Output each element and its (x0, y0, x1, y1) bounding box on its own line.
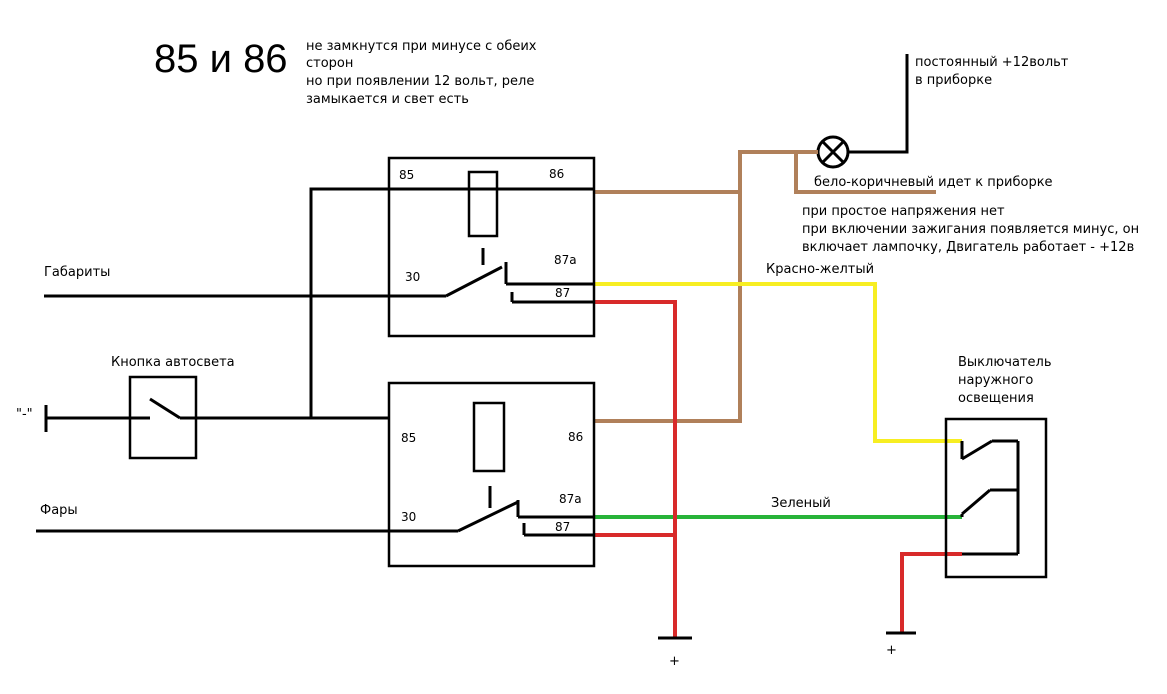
minus-bus-riser (309, 187, 389, 418)
minus-label: "-" (16, 407, 33, 422)
green-label: Зеленый (771, 496, 831, 511)
ignition-note-line-3: включает лампочку, Двигатель работает - … (802, 240, 1134, 255)
relay-top-pin-87: 87 (555, 286, 570, 300)
red-wires (594, 300, 962, 638)
ignition-note-line-1: при простое напряжения нет (802, 204, 1005, 219)
relay-bottom-pin-87a: 87а (559, 492, 582, 506)
exterior-light-switch (944, 417, 1048, 579)
header-note-line-4: замыкается и свет есть (306, 92, 469, 107)
header-note-line-3: но при появлении 12 вольт, реле (306, 74, 534, 89)
header-title: 85 и 86 (154, 37, 288, 81)
red-yellow-wire (594, 282, 962, 443)
brown-wires (594, 150, 936, 423)
red-yellow-label: Красно-желтый (766, 262, 874, 277)
switch-label-line-3: освещения (958, 391, 1034, 406)
gabarity-label: Габариты (44, 265, 110, 280)
button-label: Кнопка автосвета (111, 355, 235, 370)
plus-label-left: + (669, 654, 680, 669)
relay-top: 85 86 30 87а 87 (387, 156, 596, 338)
relay-top-pin-30: 30 (405, 270, 420, 284)
relay-top-pin-86: 86 (549, 167, 564, 181)
switch-label-line-1: Выключатель (958, 355, 1051, 370)
relay-top-pin-85: 85 (399, 168, 414, 182)
constant-12v-line-2: в приборке (915, 73, 992, 88)
fary-label: Фары (40, 503, 78, 518)
relay-bottom-pin-85: 85 (401, 431, 416, 445)
relay-top-pin-87a: 87а (554, 253, 577, 267)
auto-light-button (128, 375, 198, 460)
constant-12v-wire (848, 54, 909, 154)
relay-bottom-pin-30: 30 (401, 510, 416, 524)
switch-label-line-2: наружного (958, 373, 1033, 388)
ignition-note-line-2: при включении зажигания появляется минус… (802, 222, 1139, 237)
plus-label-right: + (886, 643, 897, 658)
brown-wire-note: бело-коричневый идет к приборке (814, 175, 1053, 190)
header-note-line-1: не замкнутся при минусе с обеих (306, 39, 537, 54)
constant-12v-line-1: постоянный +12вольт (915, 55, 1069, 70)
header-note-line-2: сторон (306, 56, 353, 71)
lamp-icon (816, 135, 850, 169)
relay-bottom: 85 86 30 87а 87 (387, 381, 596, 568)
relay-bottom-pin-86: 86 (568, 430, 583, 444)
relay-bottom-pin-87: 87 (555, 520, 570, 534)
